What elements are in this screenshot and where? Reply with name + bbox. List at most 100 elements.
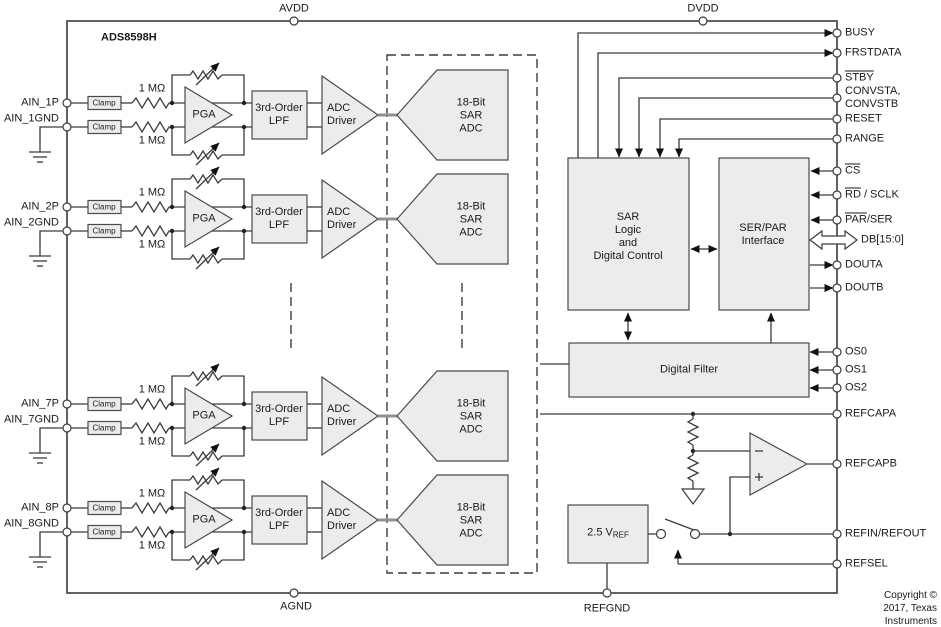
avdd-pin-circle [289, 16, 299, 26]
os1-pin-circle [832, 365, 842, 375]
resistor-label: 1 MΩ [138, 134, 166, 147]
sar-adc-label: 18-Bit SAR ADC [456, 96, 486, 135]
sar-adc-label: 18-Bit SAR ADC [456, 501, 486, 540]
sar-adc-label: 18-Bit SAR ADC [456, 397, 486, 436]
pin-label-parser: PAR/SER [845, 214, 893, 227]
pin-label-refin-refout: REFIN/REFOUT [845, 527, 927, 540]
pin-label-os2: OS2 [845, 381, 868, 394]
switch-contact-circle [689, 528, 701, 540]
clamp-label: Clamp [92, 503, 116, 513]
par-text: PAR [845, 213, 867, 226]
clamp-label: Clamp [92, 122, 116, 132]
stby-pin-circle [832, 73, 842, 83]
pin-label-busy: BUSY [845, 26, 875, 39]
ain-1p-label: AIN_1P [21, 96, 59, 109]
reset-pin-circle [832, 114, 842, 124]
frstdata-wire [597, 49, 834, 158]
clamp-label: Clamp [92, 423, 116, 433]
refcapa-pin-circle [832, 409, 842, 419]
adc-driver-label: ADC Driver [327, 206, 357, 231]
vref-block [567, 504, 649, 564]
pin-label-convst: CONVSTA, CONVSTB [845, 85, 901, 110]
db-bus-double-arrow [809, 229, 858, 251]
pin-label-db: DB[15:0] [861, 233, 904, 246]
adc-driver-label: ADC Driver [327, 507, 357, 532]
clamp-label: Clamp [92, 98, 116, 108]
rd-sclk-pin-circle [832, 190, 842, 200]
pin-label-stby: STBY [845, 72, 874, 85]
pin-label-range: RANGE [845, 132, 885, 145]
douta-pin-circle [832, 260, 842, 270]
stby-text: STBY [845, 71, 874, 84]
os0-pin-circle [832, 347, 842, 357]
pin-label-os0: OS0 [845, 345, 868, 358]
digital-filter-label: Digital Filter [659, 363, 719, 376]
resistor-label: 1 MΩ [138, 435, 166, 448]
switch-contact-circle [655, 528, 667, 540]
resistor-label: 1 MΩ [138, 539, 166, 552]
parser-pin-circle [832, 215, 842, 225]
resistor-label: 1 MΩ [138, 186, 166, 199]
resistor-label: 1 MΩ [138, 487, 166, 500]
pin-label-cs: CS [845, 165, 860, 178]
ain-8gnd-label: AIN_8GND [3, 517, 59, 530]
ain-7gnd-label: AIN_7GND [3, 413, 59, 426]
serpar-label: SER/PAR Interface [739, 222, 787, 247]
pin-label-rd-sclk: RD / SCLK [845, 189, 899, 202]
resistor-label: 1 MΩ [138, 82, 166, 95]
dvdd-label: DVDD [687, 2, 719, 15]
lpf-label: 3rd-Order LPF [255, 403, 303, 428]
adc-group-dashed-box [386, 54, 538, 574]
reference-opamp-triangle [749, 431, 809, 497]
doutb-pin-circle [832, 283, 842, 293]
dvdd-pin-circle [698, 16, 708, 26]
serpar-interface-block [718, 157, 810, 311]
frstdata-pin-circle [832, 48, 842, 58]
ain-8p-label: AIN_8P [21, 501, 59, 514]
refgnd-pin-circle [602, 588, 612, 598]
pga-label: PGA [192, 409, 216, 422]
refin-pin-circle [832, 529, 842, 539]
chip-boundary [66, 20, 838, 594]
ain-1gnd-label: AIN_1GND [3, 112, 59, 125]
adc-driver-label: ADC Driver [327, 102, 357, 127]
adc-driver-label: ADC Driver [327, 403, 357, 428]
resistor-icon [686, 418, 700, 446]
pin-label-reset: RESET [845, 112, 882, 125]
switch-lever [664, 518, 695, 531]
stby-wire [615, 77, 833, 158]
vref-label: 2.5 VREF [587, 527, 629, 542]
pin-label-refcapa: REFCAPA [845, 407, 897, 420]
ser-text: /SER [866, 213, 893, 226]
digital-filter-block [568, 342, 810, 398]
resistor-label: 1 MΩ [138, 383, 166, 396]
pga-label: PGA [192, 108, 216, 121]
vref-main-text: 2.5 V [587, 526, 613, 539]
clamp-label: Clamp [92, 399, 116, 409]
pin-label-douta: DOUTA [845, 258, 883, 271]
avdd-label: AVDD [279, 2, 309, 15]
opamp-plus-wire [729, 476, 750, 534]
reset-wire [656, 118, 833, 158]
range-wire [675, 138, 833, 158]
cs-pin-circle [832, 166, 842, 176]
busy-pin-circle [832, 28, 842, 38]
vref-subscript-text: REF [612, 530, 629, 540]
resistor-icon [686, 454, 700, 482]
range-pin-circle [832, 134, 842, 144]
pga-label: PGA [192, 513, 216, 526]
convst-wire [635, 97, 833, 158]
lpf-label: 3rd-Order LPF [255, 206, 303, 231]
refsel-pin-circle [832, 559, 842, 569]
refcapb-pin-circle [832, 459, 842, 469]
lpf-label: 3rd-Order LPF [255, 507, 303, 532]
sar-logic-label: SAR Logic and Digital Control [593, 211, 663, 262]
refgnd-label: REFGND [583, 602, 631, 615]
copyright-text: Copyright © 2017, Texas Instruments Inco… [883, 590, 937, 627]
sar-adc-label: 18-Bit SAR ADC [456, 200, 486, 239]
ain-2p-label: AIN_2P [21, 200, 59, 213]
sar-logic-block [567, 157, 690, 311]
busy-wire [577, 29, 834, 158]
pin-label-os1: OS1 [845, 363, 868, 376]
os2-pin-circle [832, 383, 842, 393]
